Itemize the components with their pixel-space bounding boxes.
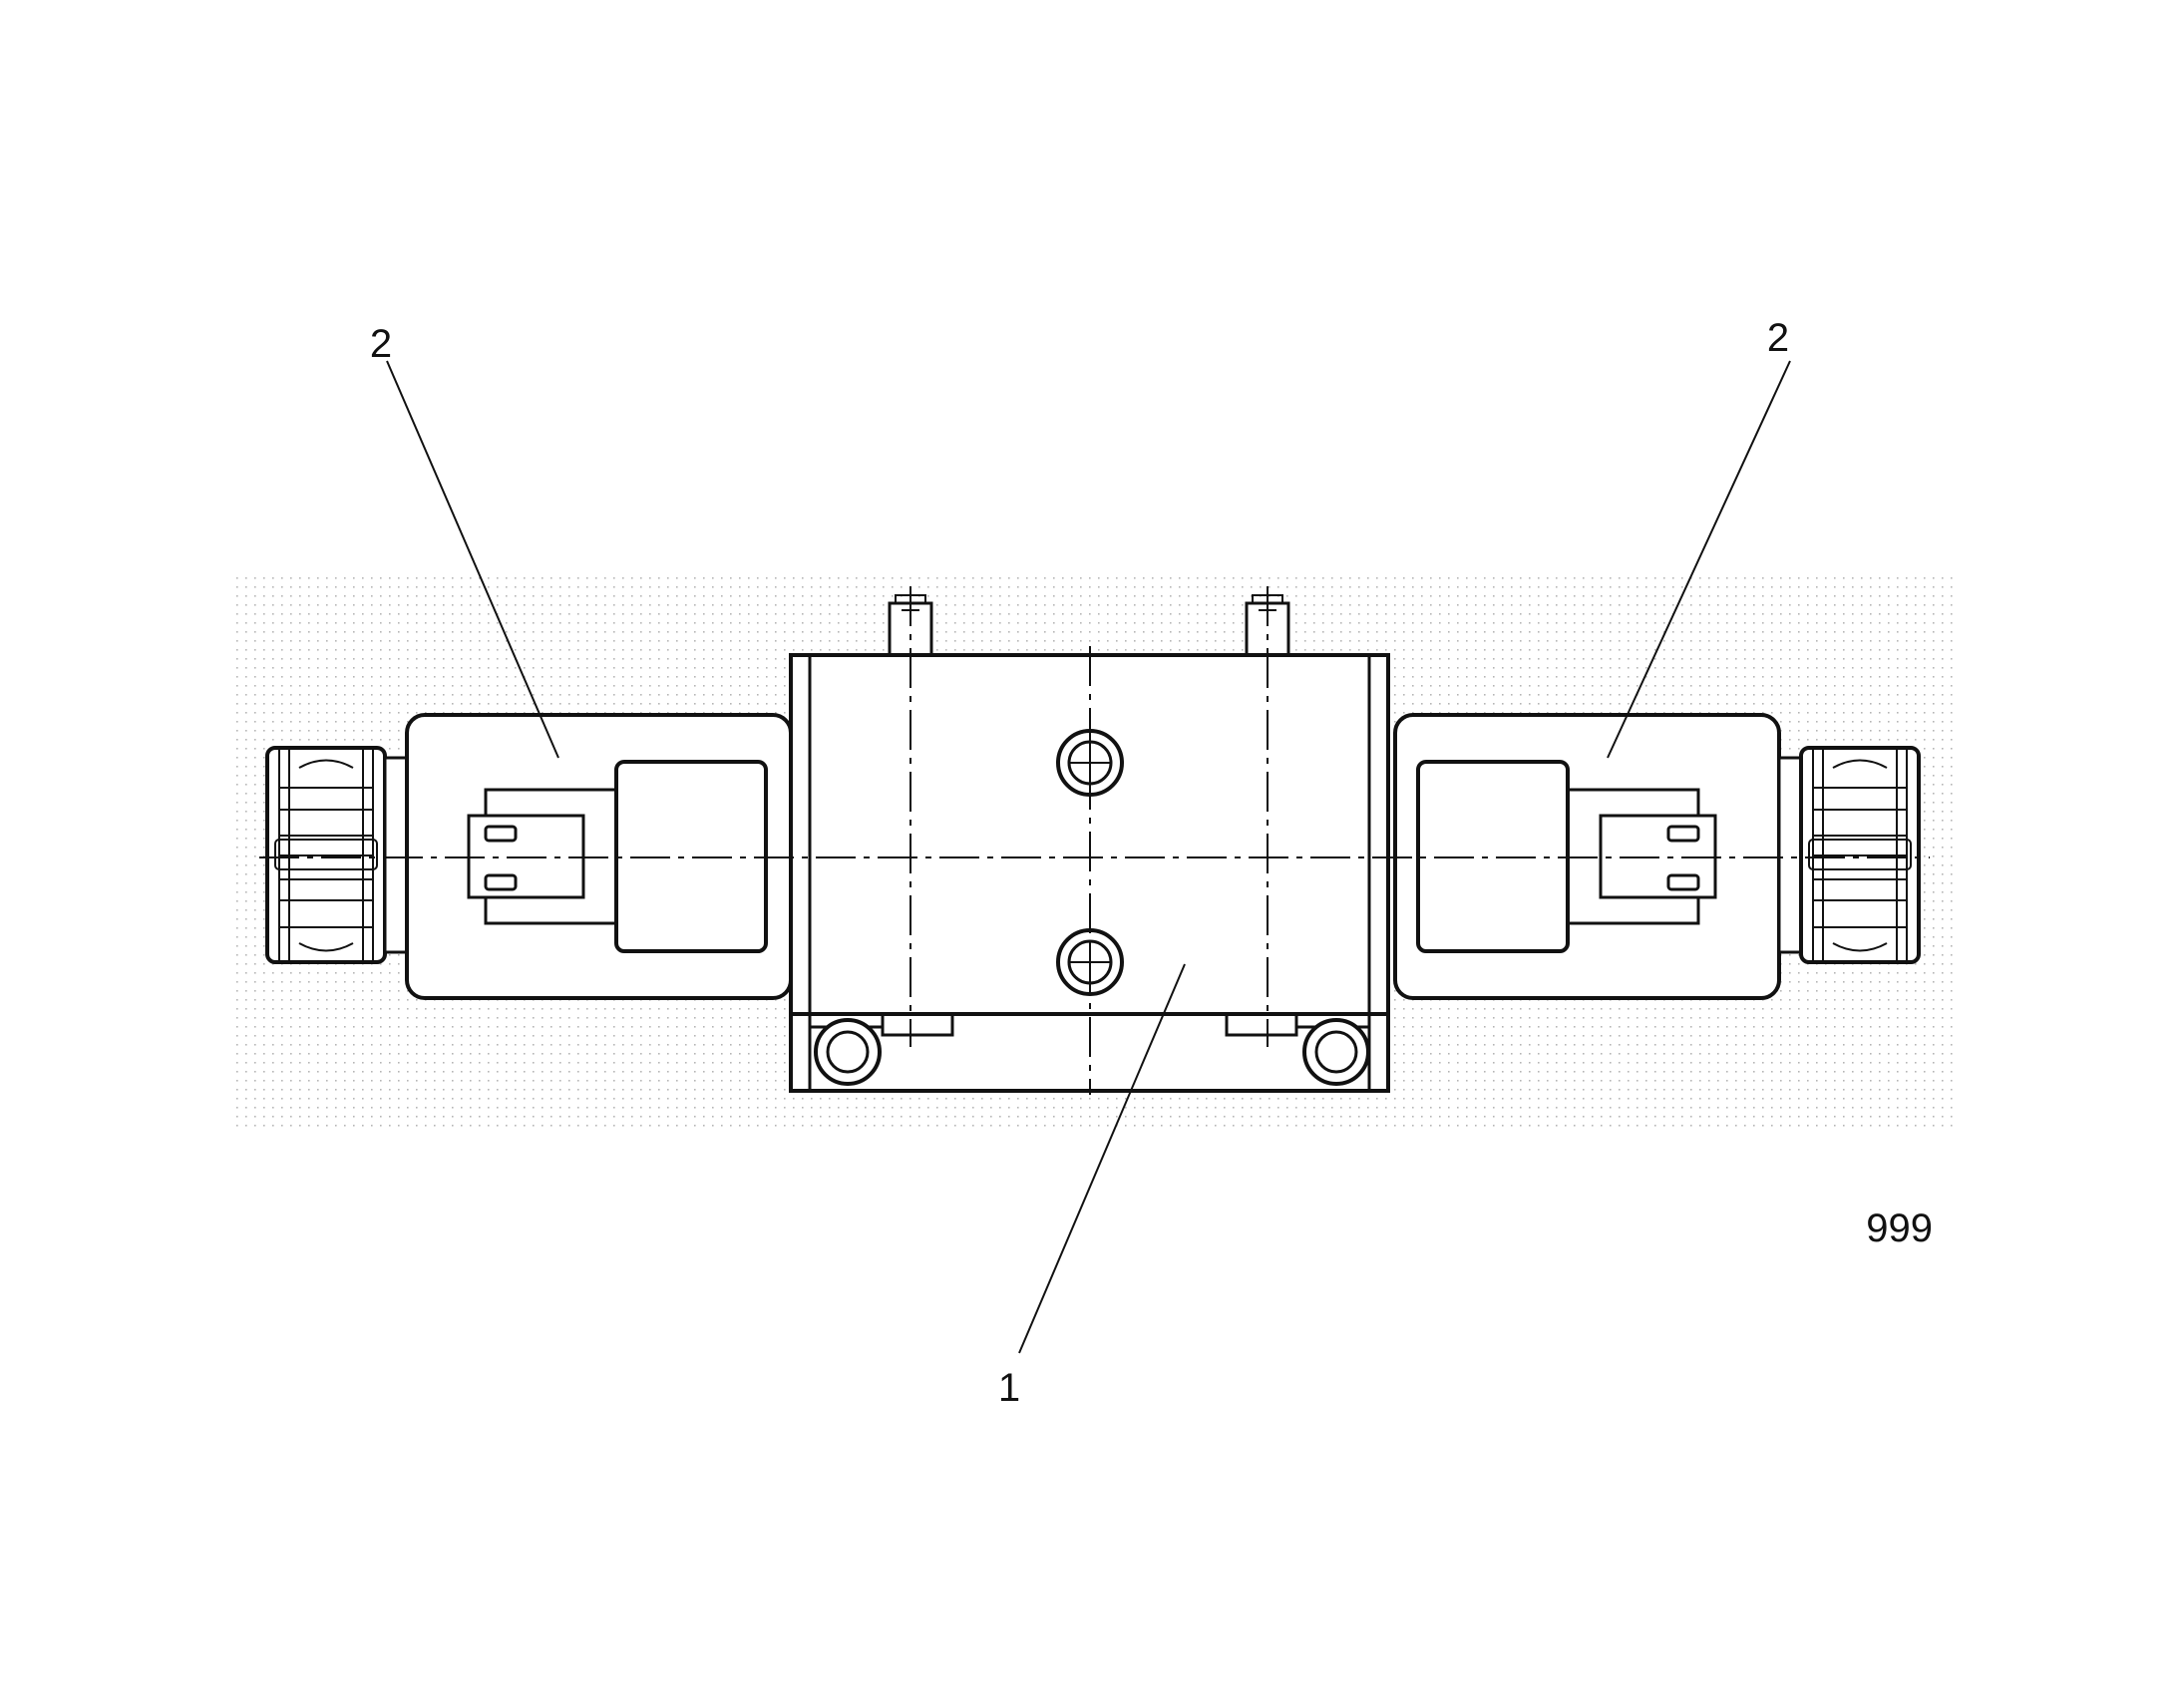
callout-2-right: 2 — [1767, 316, 1789, 360]
leader-line-1 — [1018, 963, 1186, 1354]
mounting-screw-left — [814, 1018, 882, 1086]
knurled-nut-left — [265, 746, 387, 964]
leader-line-2-right — [1607, 360, 1791, 759]
callout-1: 1 — [998, 1366, 1020, 1410]
valve-body — [789, 594, 1390, 1093]
callout-2-left: 2 — [370, 322, 392, 366]
mounting-screw-right — [1302, 1018, 1370, 1086]
knurled-nut-right — [1799, 746, 1921, 964]
leader-line-2-left — [386, 360, 559, 759]
center-lines — [259, 586, 1930, 1095]
figure-number: 999 — [1866, 1206, 1933, 1250]
